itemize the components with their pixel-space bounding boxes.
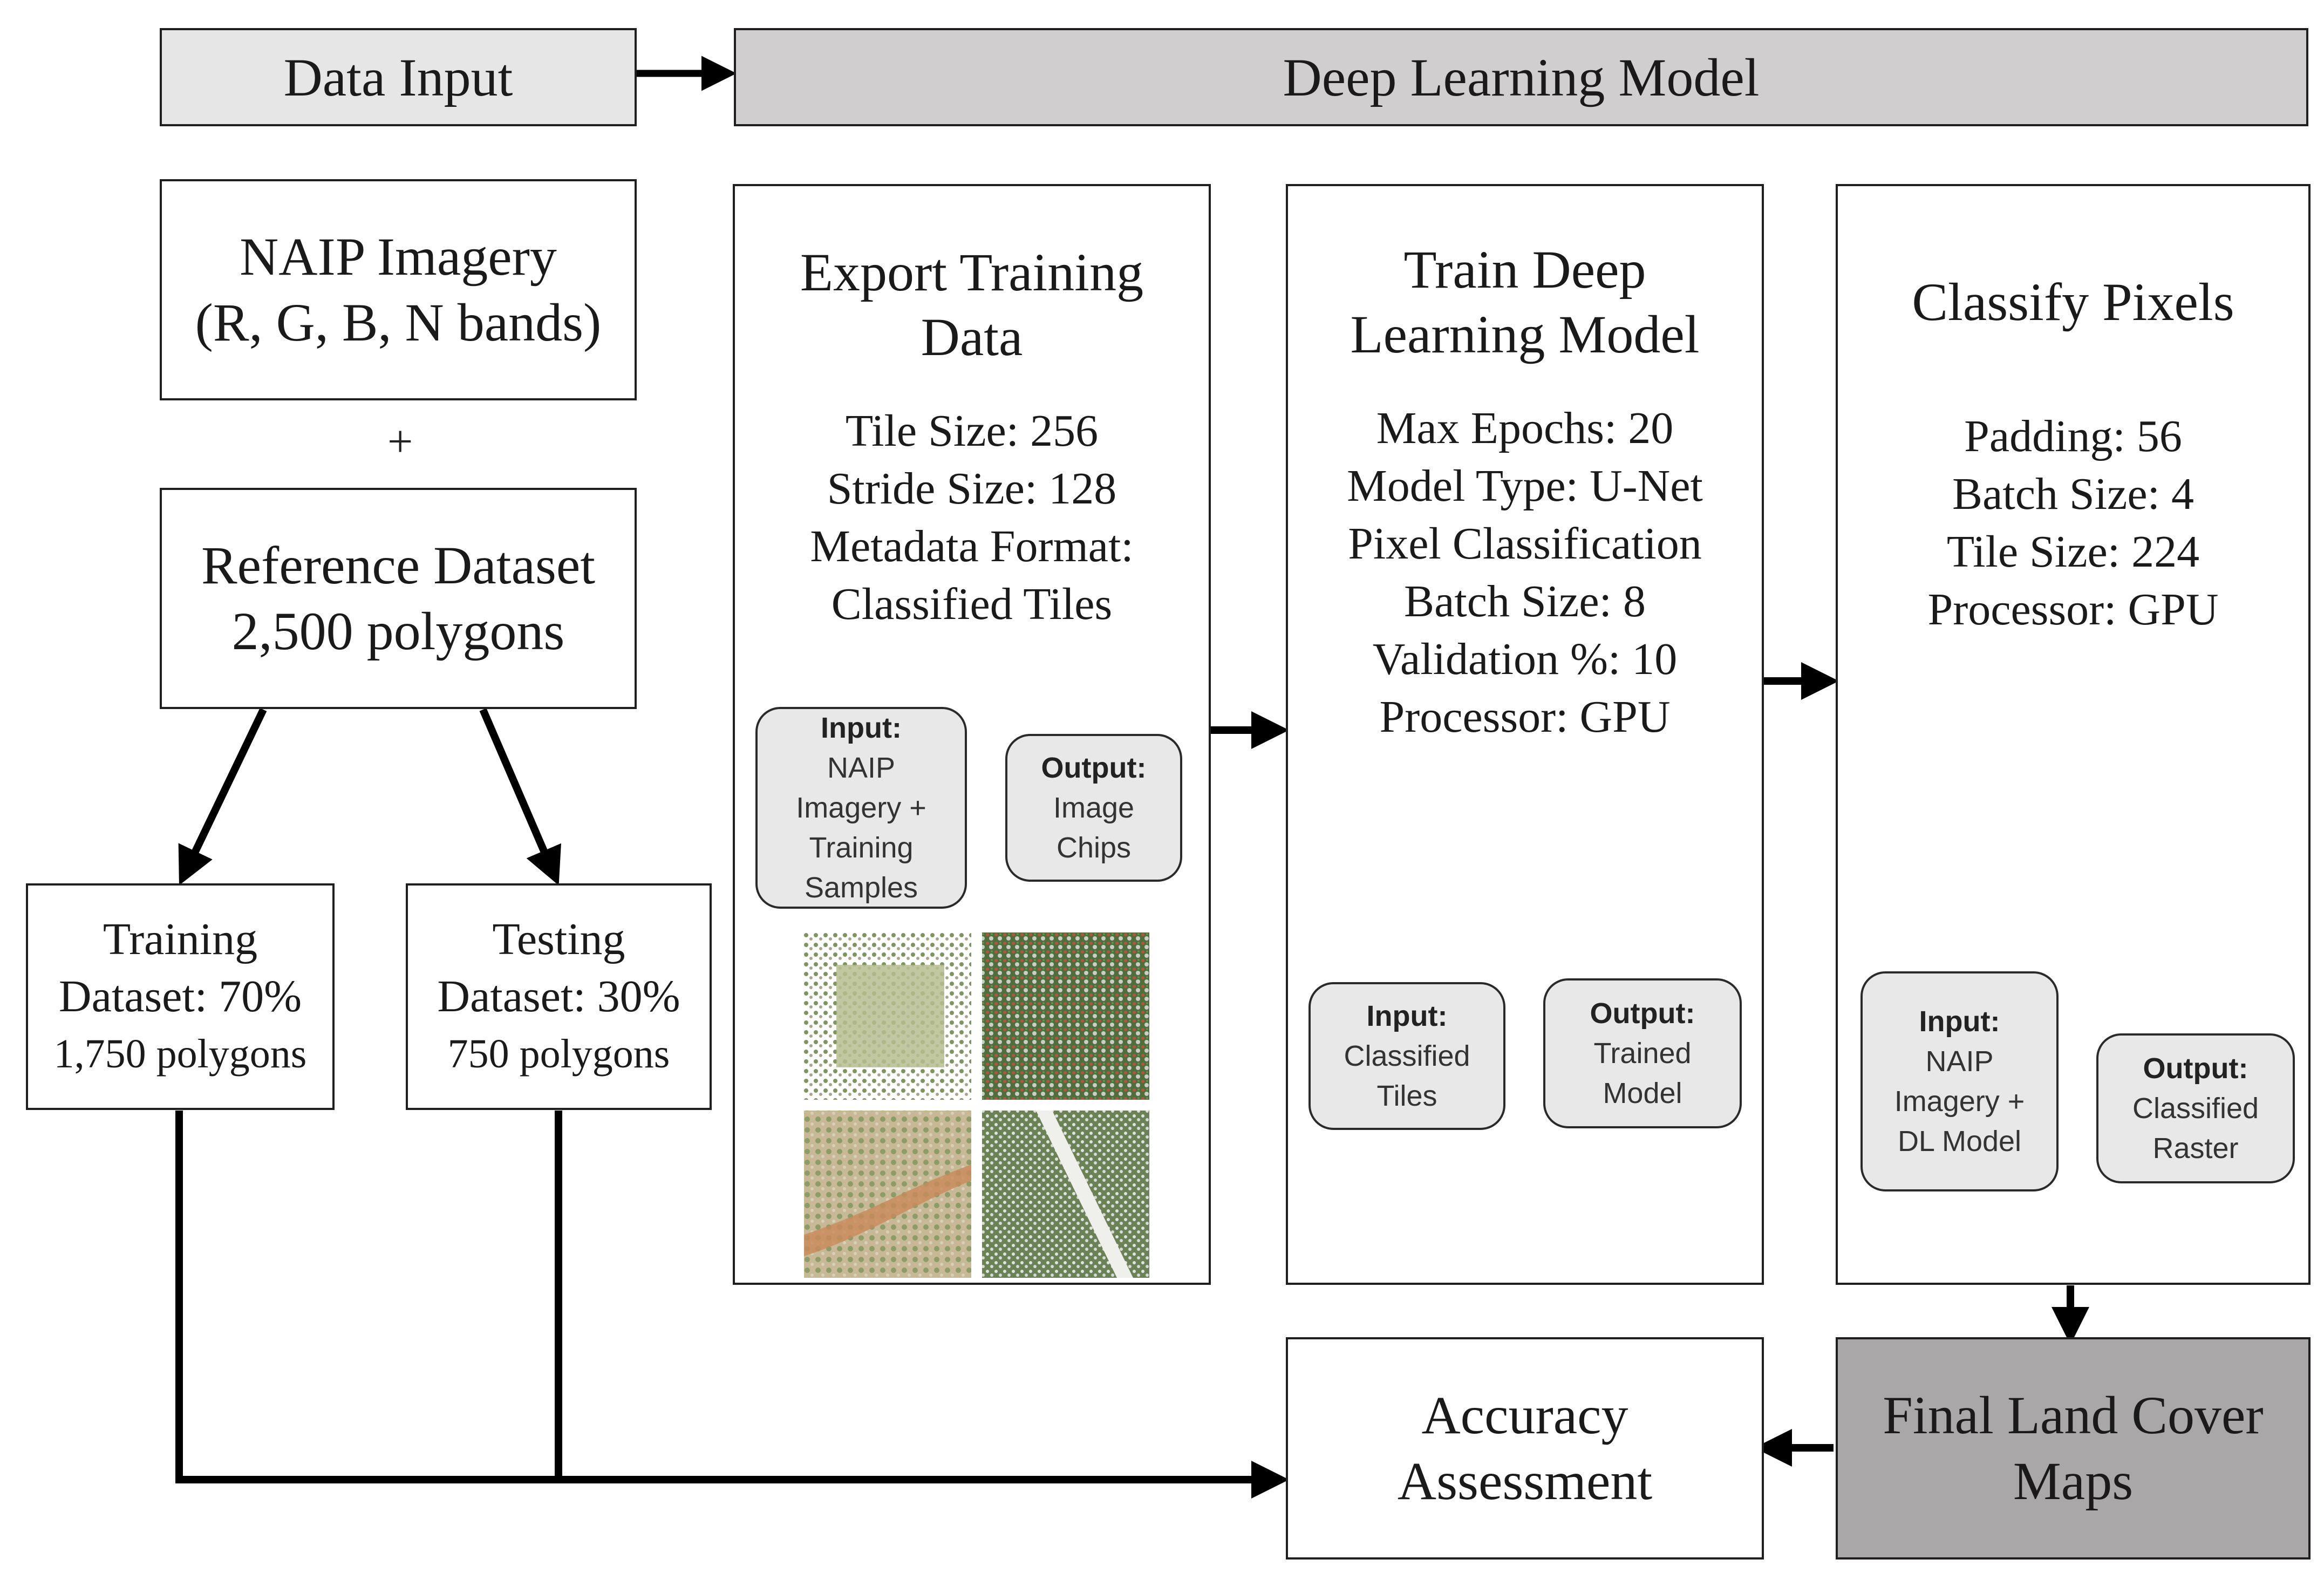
accuracy-line1: Accuracy xyxy=(1421,1385,1628,1445)
train-param-batch-size: Batch Size: 8 xyxy=(1404,576,1646,627)
arrow-reference-to-training xyxy=(178,707,267,886)
testing-line3: 750 polygons xyxy=(447,1031,670,1077)
reference-line1: Reference Dataset xyxy=(201,535,596,595)
image-chip-br xyxy=(982,1111,1149,1278)
final-land-cover-maps-box: Final Land Cover Maps xyxy=(1836,1337,2311,1560)
train-title-line2: Learning Model xyxy=(1350,304,1700,364)
train-output-pill: Output: Trained Model xyxy=(1543,978,1742,1128)
training-dataset-box: Training Dataset: 70% 1,750 polygons xyxy=(26,883,335,1110)
export-output-pill: Output: Image Chips xyxy=(1005,734,1182,882)
train-param-pixel-classification: Pixel Classification xyxy=(1348,519,1702,569)
data-input-header: Data Input xyxy=(160,28,637,126)
export-title-line2: Data xyxy=(921,307,1023,367)
train-input-label: Input: xyxy=(1366,1000,1448,1032)
export-output-line: Image xyxy=(1053,792,1135,824)
classify-output-line: Raster xyxy=(2152,1132,2239,1165)
export-title-line1: Export Training xyxy=(800,242,1144,302)
train-output-line: Model xyxy=(1603,1077,1682,1109)
arrow-reference-to-testing xyxy=(479,708,561,886)
data-input-title: Data Input xyxy=(283,47,513,107)
train-param-max-epochs: Max Epochs: 20 xyxy=(1376,403,1674,453)
classify-param-batch-size: Batch Size: 4 xyxy=(1952,469,2194,519)
export-input-label: Input: xyxy=(821,712,902,744)
classify-param-processor: Processor: GPU xyxy=(1927,584,2219,635)
classify-output-label: Output: xyxy=(2143,1052,2248,1085)
classify-param-padding: Padding: 56 xyxy=(1964,411,2182,461)
training-line3: 1,750 polygons xyxy=(53,1031,307,1077)
export-param-metadata-format: Metadata Format: xyxy=(810,521,1134,571)
train-params: Max Epochs: 20 Model Type: U-Net Pixel C… xyxy=(1347,399,1703,746)
deep-learning-model-title: Deep Learning Model xyxy=(1283,47,1760,107)
classify-param-tile-size: Tile Size: 224 xyxy=(1946,527,2200,577)
export-input-pill: Input: NAIP Imagery + Training Samples xyxy=(755,707,967,909)
classify-input-label: Input: xyxy=(1919,1005,2000,1038)
image-chip-tr xyxy=(982,932,1149,1100)
export-param-classified-tiles: Classified Tiles xyxy=(831,579,1113,629)
classify-input-pill: Input: NAIP Imagery + DL Model xyxy=(1860,971,2059,1191)
export-input-line: NAIP xyxy=(827,752,896,784)
classify-params: Padding: 56 Batch Size: 4 Tile Size: 224… xyxy=(1928,407,2219,638)
train-input-line: Tiles xyxy=(1376,1080,1437,1112)
train-param-processor: Processor: GPU xyxy=(1379,692,1671,742)
classify-output-pill: Output: Classified Raster xyxy=(2096,1033,2295,1183)
testing-line1: Testing xyxy=(492,914,625,964)
deep-learning-model-header: Deep Learning Model xyxy=(734,28,2308,126)
naip-line1: NAIP Imagery xyxy=(240,227,557,287)
plus-sign: + xyxy=(387,417,413,467)
accuracy-line2: Assessment xyxy=(1397,1451,1653,1511)
export-input-line: Samples xyxy=(804,871,918,904)
accuracy-assessment-box: Accuracy Assessment xyxy=(1286,1337,1764,1560)
classify-title: Classify Pixels xyxy=(1912,272,2234,332)
train-input-line: Classified xyxy=(1344,1040,1470,1072)
train-output-line: Trained xyxy=(1593,1037,1692,1070)
classify-output-line: Classified xyxy=(2132,1092,2259,1125)
export-output-line: Chips xyxy=(1056,832,1132,864)
train-output-label: Output: xyxy=(1590,997,1695,1030)
aerial-image-chips xyxy=(804,932,1149,1278)
train-title-line1: Train Deep xyxy=(1403,240,1646,299)
testing-line2: Dataset: 30% xyxy=(437,971,680,1022)
reference-line2: 2,500 polygons xyxy=(231,601,565,661)
train-param-model-type: Model Type: U-Net xyxy=(1347,461,1703,511)
train-param-validation: Validation %: 10 xyxy=(1372,634,1678,684)
train-input-pill: Input: Classified Tiles xyxy=(1308,982,1505,1130)
export-output-label: Output: xyxy=(1041,752,1147,784)
reference-dataset-box: Reference Dataset 2,500 polygons xyxy=(160,488,637,709)
classify-input-line: NAIP xyxy=(1925,1045,1994,1078)
naip-imagery-box: NAIP Imagery (R, G, B, N bands) xyxy=(160,179,637,400)
export-param-stride-size: Stride Size: 128 xyxy=(827,464,1117,514)
export-params: Tile Size: 256 Stride Size: 128 Metadata… xyxy=(810,402,1133,633)
image-chip-tl xyxy=(804,932,971,1100)
training-line2: Dataset: 70% xyxy=(58,971,302,1022)
image-chip-bl xyxy=(804,1111,971,1278)
classify-input-line: Imagery + xyxy=(1894,1085,2025,1118)
export-param-tile-size: Tile Size: 256 xyxy=(845,406,1099,456)
final-line1: Final Land Cover xyxy=(1883,1385,2264,1445)
testing-dataset-box: Testing Dataset: 30% 750 polygons xyxy=(406,883,712,1110)
final-line2: Maps xyxy=(2013,1451,2134,1511)
export-input-line: Imagery + xyxy=(796,792,926,824)
export-input-line: Training xyxy=(809,832,914,864)
classify-input-line: DL Model xyxy=(1897,1125,2022,1157)
training-line1: Training xyxy=(103,914,258,964)
naip-line2: (R, G, B, N bands) xyxy=(195,292,602,352)
